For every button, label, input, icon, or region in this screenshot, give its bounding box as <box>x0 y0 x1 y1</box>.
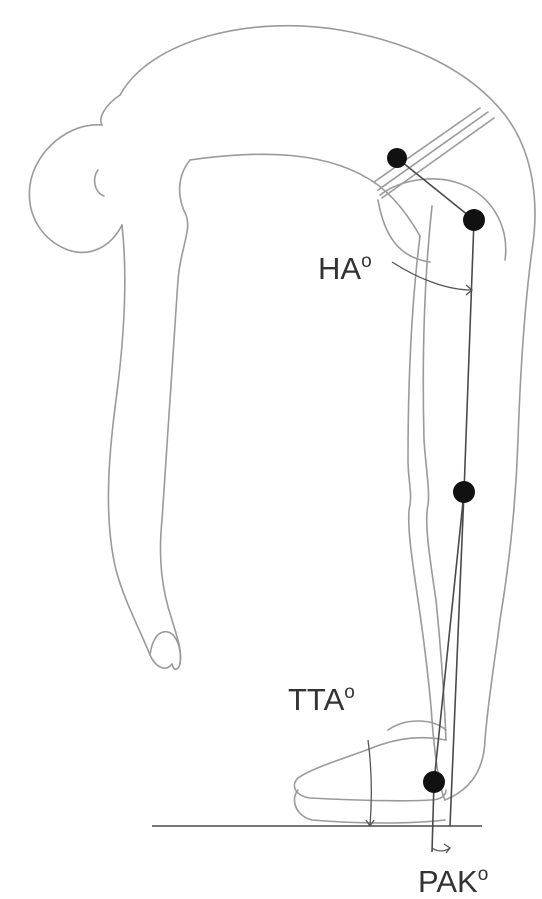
landmarks <box>387 148 485 793</box>
knee-to-ankle-line <box>434 492 464 782</box>
knee-landmark-marker <box>453 481 475 503</box>
pelvis-ankle-angle-label-degree: o <box>478 864 489 885</box>
hip-angle-label-text: HA <box>318 251 361 286</box>
hip-landmark-marker <box>463 209 485 231</box>
hip-angle-label: HAo <box>318 251 372 286</box>
angle-arcs <box>366 262 472 853</box>
reference-lines <box>152 158 482 852</box>
angle-labels: HAo TTAo PAKo <box>288 251 488 899</box>
arm-inner-contour <box>160 160 190 664</box>
arm-outer-contour <box>108 225 172 668</box>
toe-touch-angle-label: TTAo <box>288 682 355 717</box>
pelvis-ankle-angle-label-text: PAK <box>418 864 478 899</box>
pelvis-to-hip-line <box>397 158 474 220</box>
pelvis-ankle-angle-tick <box>444 844 450 853</box>
knee-to-ground-line <box>450 492 464 826</box>
ear-contour <box>95 170 104 196</box>
toe-touch-angle-arc <box>368 740 371 826</box>
ankle-landmark-marker <box>423 771 445 793</box>
toe-touch-angle-label-text: TTA <box>288 682 345 717</box>
hip-to-knee-line <box>464 220 474 492</box>
head-contour <box>29 125 122 253</box>
neck-contour <box>101 95 120 125</box>
hip-angle-arc <box>392 262 472 290</box>
body-silhouette <box>29 26 535 823</box>
waistband-line-3 <box>374 108 480 182</box>
pelvis-ankle-angle-label: PAKo <box>418 864 488 899</box>
groin-curve <box>378 200 430 262</box>
hip-angle-label-degree: o <box>361 251 372 272</box>
foot-sole-contour <box>294 790 445 823</box>
toe-touch-angle-label-degree: o <box>344 682 355 703</box>
pelvis-landmark-marker <box>387 148 407 168</box>
heel-contour <box>388 721 446 730</box>
